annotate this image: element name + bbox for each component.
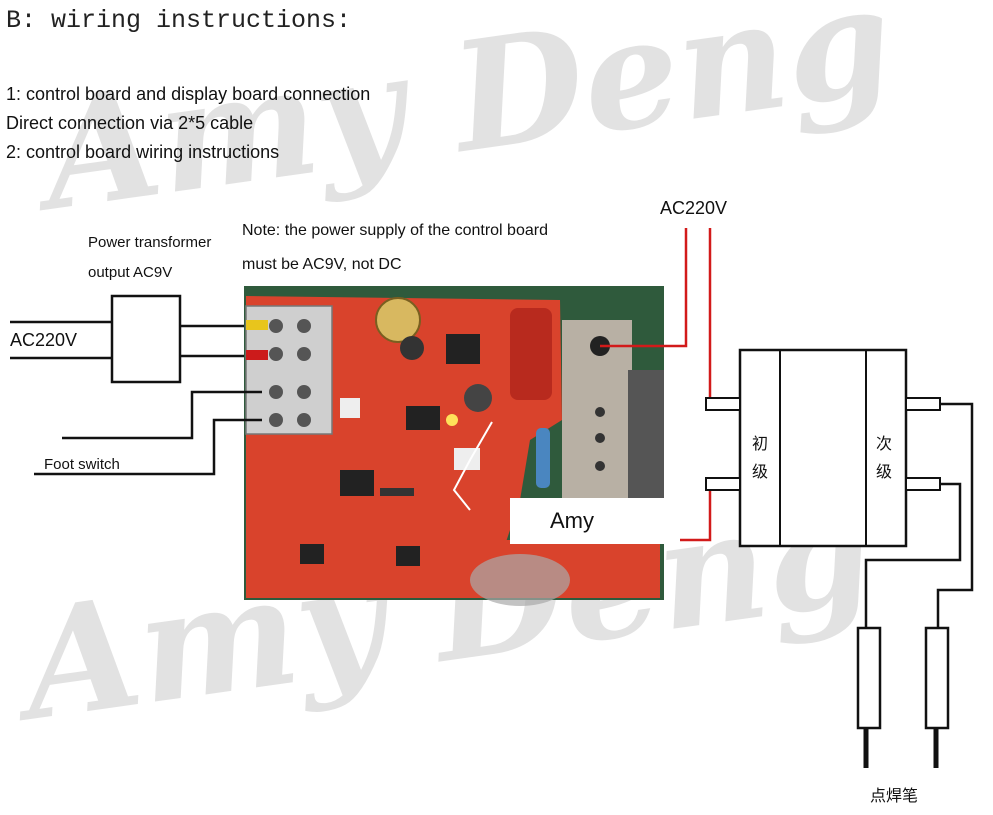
terminal-screw-5 xyxy=(297,319,311,333)
red-wire-end xyxy=(246,350,268,360)
led xyxy=(446,414,458,426)
chip-5 xyxy=(396,546,420,566)
note-line-2: must be AC9V, not DC xyxy=(242,256,402,273)
weld-transformer xyxy=(738,348,908,548)
instruction-line-3: 2: control board wiring instructions xyxy=(6,142,280,162)
ac220v-right-label: AC220V xyxy=(660,198,728,218)
primary-tab-1 xyxy=(705,397,741,411)
ac220v-left-label: AC220V xyxy=(10,330,78,350)
red-wire-primary-return xyxy=(680,482,722,542)
white-wire xyxy=(452,421,493,511)
note-line-1: Note: the power supply of the control bo… xyxy=(242,222,548,239)
capacitor-1 xyxy=(400,336,424,360)
chip-4 xyxy=(300,544,324,564)
page-title: B: wiring instructions: xyxy=(6,6,352,35)
foot-switch-label: Foot switch xyxy=(44,456,120,473)
red-wire-ac-2 xyxy=(708,228,722,406)
transformer-label-2: output AC9V xyxy=(88,264,173,281)
terminal-screw-1 xyxy=(269,319,283,333)
welding-pen-label: 点焊笔 xyxy=(870,786,919,805)
primary-char-2: 级 xyxy=(752,462,769,481)
secondary-tab-2 xyxy=(905,477,941,491)
terminal-screw-3 xyxy=(269,385,283,399)
foot-switch-wire-2 xyxy=(34,418,262,476)
transformer-label-1: Power transformer xyxy=(88,234,212,251)
capacitor-2 xyxy=(464,384,492,412)
mounting-screw-3 xyxy=(595,461,605,471)
film-capacitor xyxy=(510,308,552,400)
terminal-screw-4 xyxy=(269,413,283,427)
header-pins xyxy=(380,488,414,496)
chip-1 xyxy=(446,334,480,364)
buzzer xyxy=(375,297,421,343)
amy-label: Amy xyxy=(510,498,680,544)
terminal-screw-2 xyxy=(269,347,283,361)
resistor xyxy=(536,428,550,488)
primary-tab-2 xyxy=(705,477,741,491)
secondary-tab-1 xyxy=(905,397,941,411)
relay-optocoupler xyxy=(340,398,360,418)
mounting-screw-1 xyxy=(595,407,605,417)
chip-2 xyxy=(406,406,440,430)
foot-switch-wire-1 xyxy=(62,390,262,440)
mounting-screw-2 xyxy=(595,433,605,443)
terminal-screw-6 xyxy=(297,347,311,361)
instruction-line-2: Direct connection via 2*5 cable xyxy=(6,113,254,133)
instruction-line-1: 1: control board and display board conne… xyxy=(6,84,371,104)
red-wire-ac-1 xyxy=(600,228,688,348)
terminal-screw-8 xyxy=(297,413,311,427)
display-connector xyxy=(628,370,664,500)
secondary-wire-2 xyxy=(864,482,962,628)
transformer-box xyxy=(110,294,182,384)
yellow-wire-end xyxy=(246,320,268,330)
secondary-char-1: 次 xyxy=(876,434,893,453)
primary-char-1: 初 xyxy=(752,434,769,453)
welding-pen-1 xyxy=(856,626,882,730)
terminal-screw-7 xyxy=(297,385,311,399)
secondary-char-2: 级 xyxy=(876,462,893,481)
lower-part-blur xyxy=(470,554,570,606)
chip-3 xyxy=(340,470,374,496)
secondary-wire-1 xyxy=(936,402,974,628)
welding-pen-2 xyxy=(924,626,950,730)
